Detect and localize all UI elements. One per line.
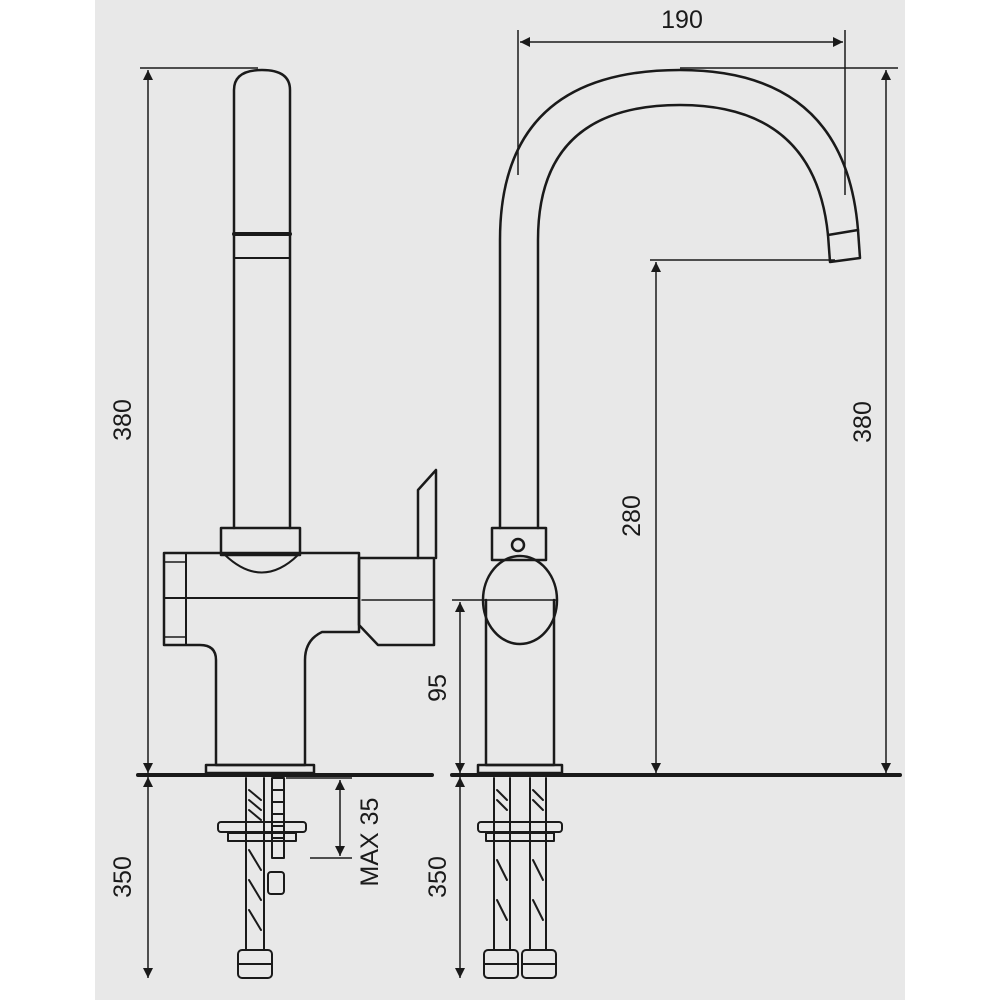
lever-height-label: 95 (424, 674, 452, 702)
side-base (204, 763, 316, 775)
side-below-counter-label: 350 (109, 856, 137, 898)
total-height-label: 380 (849, 401, 877, 443)
front-spout-outer (498, 68, 860, 530)
max-thickness-label: MAX 35 (356, 798, 384, 887)
side-view-faucet (162, 68, 438, 979)
reach-label: 190 (661, 6, 703, 34)
front-base (476, 763, 564, 775)
front-neck (490, 526, 548, 562)
side-lever-handle (357, 556, 436, 647)
front-below-counter-label: 350 (424, 856, 452, 898)
side-column (232, 68, 292, 530)
side-lever-blade (416, 468, 438, 560)
side-height-label: 380 (109, 399, 137, 441)
front-spout-tip (826, 228, 862, 264)
side-neck (219, 526, 302, 557)
front-underside-fittings (477, 777, 563, 979)
front-view-faucet (476, 68, 862, 979)
side-underside-fittings (217, 777, 307, 979)
spout-height-label: 280 (618, 495, 646, 537)
front-spout-inner (536, 103, 830, 530)
